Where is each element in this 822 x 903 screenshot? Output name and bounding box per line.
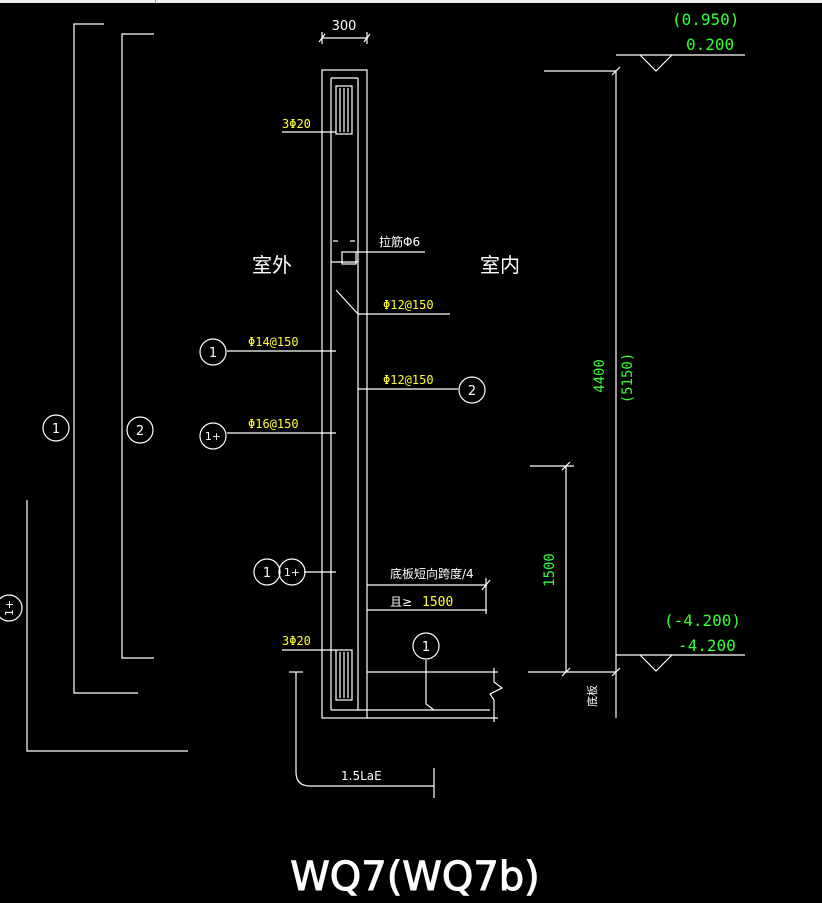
min-note-value: 1500 [422, 595, 453, 610]
lap-length-note: 底板短向跨度/4 且≥ 1500 [367, 566, 491, 614]
rebar-extent-bracket-1: 1 [42, 23, 138, 694]
rebar-extent-bracket-2: 2 [121, 33, 154, 659]
horiz-inner-bars-label: Φ12@150 [383, 298, 434, 312]
window-top-strip [0, 0, 822, 3]
marker-1-slab-label: 1 [422, 640, 430, 655]
elevation-top-alt: (0.950) [672, 10, 739, 29]
top-bars-cluster [335, 85, 353, 135]
vert-outer-1-label: Φ14@150 [248, 335, 299, 349]
anchorage-detail: 1.5LaE [289, 671, 435, 798]
marker-1-left [42, 414, 70, 442]
marker-1-lap-label: 1 [263, 566, 271, 581]
marker-1-slab [412, 632, 440, 660]
bottom-slab: 1 [358, 632, 504, 722]
rebar-callouts: 3Φ20 3Φ20 拉筋Φ6 Φ12@150 Φ12@150 2 Φ14@150… [199, 117, 486, 651]
marker-1-outer [199, 338, 227, 366]
wall-section [321, 69, 368, 719]
elevation-bottom: -4.200 [678, 636, 736, 655]
bottom-bars-cluster [335, 649, 353, 701]
min-note-label: 且≥ [390, 595, 412, 609]
wall-width-label: 300 [332, 19, 357, 34]
top-strip-divider [155, 0, 156, 3]
wall-outline [321, 69, 368, 719]
marker-1plus-outer [199, 422, 227, 450]
marker-1-lap [253, 558, 281, 586]
lap-dimension: 1500 [530, 461, 574, 677]
marker-1plus-lap-label: 1+ [284, 566, 300, 579]
lap-value: 1500 [542, 553, 558, 587]
marker-2-left [126, 416, 154, 444]
slab-thickness: 底板 [585, 685, 599, 707]
marker-1-outer-label: 1 [209, 346, 217, 361]
marker-1plus-lap [278, 558, 306, 586]
drawing-title: WQ7(WQ7b) [290, 854, 540, 900]
marker-1plus-left [0, 594, 23, 622]
exterior-label: 室外 [252, 253, 292, 277]
vert-inner-bars-label: Φ12@150 [383, 373, 434, 387]
anchorage-label: 1.5LaE [341, 769, 382, 783]
elevation-bottom-alt: (-4.200) [664, 611, 741, 630]
top-bars-label: 3Φ20 [282, 117, 311, 131]
elevation-top: (0.950) 0.200 [544, 10, 745, 72]
vert-outer-1plus-label: Φ16@150 [248, 417, 299, 431]
height-alt-value: (5150) [620, 353, 636, 404]
rebar-extent-bracket-1plus: 1+ [0, 500, 188, 752]
marker-2-left-label: 2 [136, 424, 144, 439]
interior-label: 室内 [480, 253, 520, 277]
marker-2-inner [458, 376, 486, 404]
marker-1plus-outer-label: 1+ [205, 430, 221, 443]
elevation-top: 0.200 [686, 35, 734, 54]
span-note-label: 底板短向跨度/4 [390, 566, 474, 581]
height-value: 4400 [592, 359, 608, 393]
tie-bar-label: 拉筋Φ6 [379, 234, 420, 249]
bottom-bars-label: 3Φ20 [282, 634, 311, 648]
width-dimension: 300 [318, 19, 371, 44]
elevation-bottom: (-4.200) -4.200 [528, 611, 745, 673]
marker-2-inner-label: 2 [468, 384, 476, 399]
marker-1-left-label: 1 [52, 422, 60, 437]
tie-bar-symbol [341, 251, 357, 265]
bottom-slab-label: 底板 [585, 685, 599, 707]
height-dimension: 4400 (5150) [592, 66, 636, 718]
marker-1plus-left-label: 1+ [3, 600, 16, 616]
